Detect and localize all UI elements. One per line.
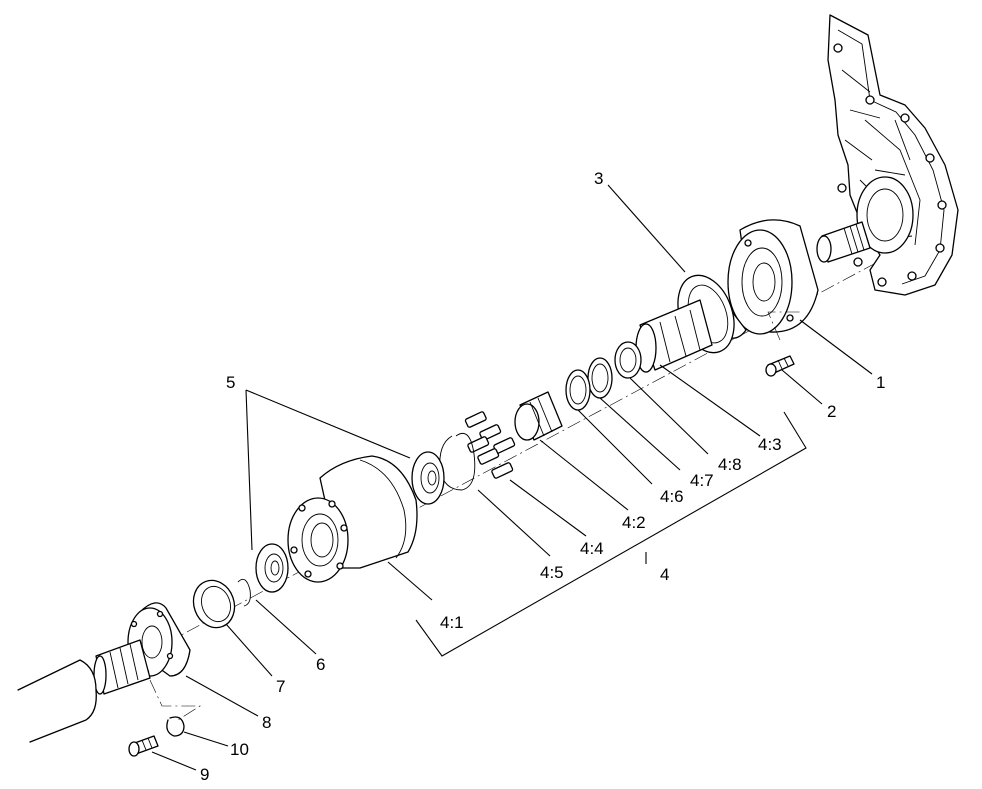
part-5-bearing-upper [411, 451, 445, 505]
drive-tube [17, 659, 97, 743]
callout-labels: 1 2 3 4:3 4:8 4:7 4:6 4:2 4:4 4:5 4 4:1 … [200, 169, 885, 784]
part-4-7-washer [587, 357, 613, 399]
part-4-1-clutch-housing [287, 455, 418, 583]
part-10-washer [166, 716, 185, 737]
callout-2: 2 [827, 402, 836, 421]
callout-3: 3 [594, 169, 603, 188]
callout-7: 7 [276, 677, 285, 696]
callout-4-8: 4:8 [718, 455, 742, 474]
part-4-6-washer [565, 369, 591, 411]
part-7-ring [192, 579, 236, 629]
part-9-bolt [128, 735, 159, 757]
callout-4-2: 4:2 [622, 513, 646, 532]
splined-shaft [93, 639, 151, 695]
part-4-5-circlip [439, 432, 476, 491]
part-5-bearing-lower [255, 543, 289, 593]
callout-8: 8 [262, 713, 271, 732]
callout-4-7: 4:7 [690, 471, 714, 490]
housing-output-shaft [816, 221, 871, 263]
callout-4-1: 4:1 [440, 613, 464, 632]
leader-lines [151, 184, 873, 771]
part-1-bearing-housing [727, 219, 819, 335]
callout-10: 10 [230, 740, 249, 759]
part-4-8-needle-bearing [614, 341, 642, 379]
callout-6: 6 [316, 655, 325, 674]
callout-5: 5 [226, 373, 235, 392]
callout-4-5: 4:5 [540, 563, 564, 582]
callout-4-3: 4:3 [758, 435, 782, 454]
part-4-2-sprag-hub [514, 391, 563, 441]
callout-4-4: 4:4 [580, 539, 604, 558]
part-2-bolt [765, 355, 795, 377]
callout-4: 4 [660, 565, 669, 584]
callout-9: 9 [200, 765, 209, 784]
callout-1: 1 [876, 373, 885, 392]
part-4-3-clutch-cage [635, 299, 713, 373]
part-6-snap-ring [237, 578, 251, 607]
assembly-lines [149, 311, 800, 721]
callout-4-6: 4:6 [660, 487, 684, 506]
gearbox-housing [827, 14, 959, 296]
